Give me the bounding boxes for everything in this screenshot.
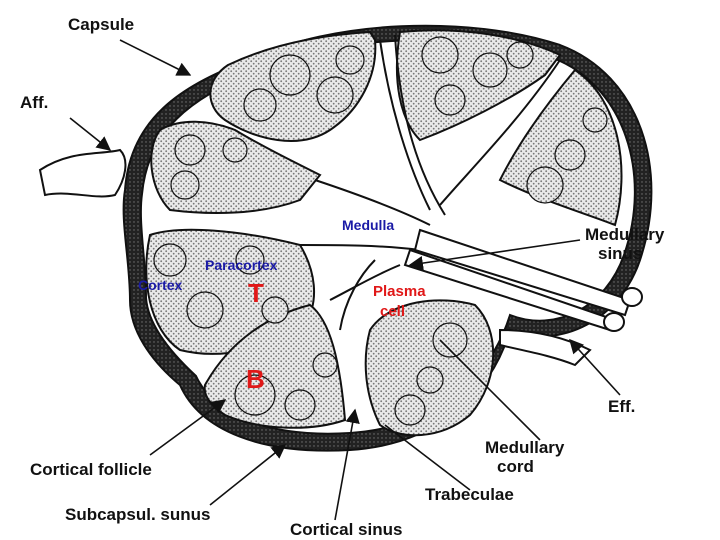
- label-b-cell: B: [246, 364, 265, 394]
- label-medullary-cord-line1: Medullary: [485, 438, 565, 457]
- label-eff: Eff.: [608, 397, 635, 416]
- pointer-lines: [69, 39, 621, 521]
- label-cortex: Cortex: [138, 277, 183, 293]
- efferent-vessel: [499, 328, 592, 367]
- label-aff: Aff.: [20, 93, 48, 112]
- follicles: [153, 36, 608, 426]
- label-subcapsular-sinus: Subcapsul. sunus: [65, 505, 210, 524]
- label-medulla: Medulla: [342, 217, 394, 233]
- hilum-vessels: [403, 228, 643, 332]
- label-t-cell: T: [248, 278, 264, 308]
- afferent-vessel: [38, 148, 127, 198]
- label-medullary-cord-line2: cord: [497, 457, 534, 476]
- label-medullary-sinus-line2: sinus: [598, 244, 642, 263]
- medullary-cords: [299, 34, 561, 331]
- label-medullary-sinus-line1: Medullary: [585, 225, 665, 244]
- label-plasma-cell-line2: cell: [380, 303, 405, 320]
- label-trabeculae: Trabeculae: [425, 485, 514, 504]
- label-paracortex: Paracortex: [205, 257, 278, 273]
- label-cortical-follicle: Cortical follicle: [30, 460, 152, 479]
- label-cortical-sinus: Cortical sinus: [290, 520, 402, 539]
- label-plasma-cell-line1: Plasma: [373, 283, 426, 300]
- label-capsule: Capsule: [68, 15, 134, 34]
